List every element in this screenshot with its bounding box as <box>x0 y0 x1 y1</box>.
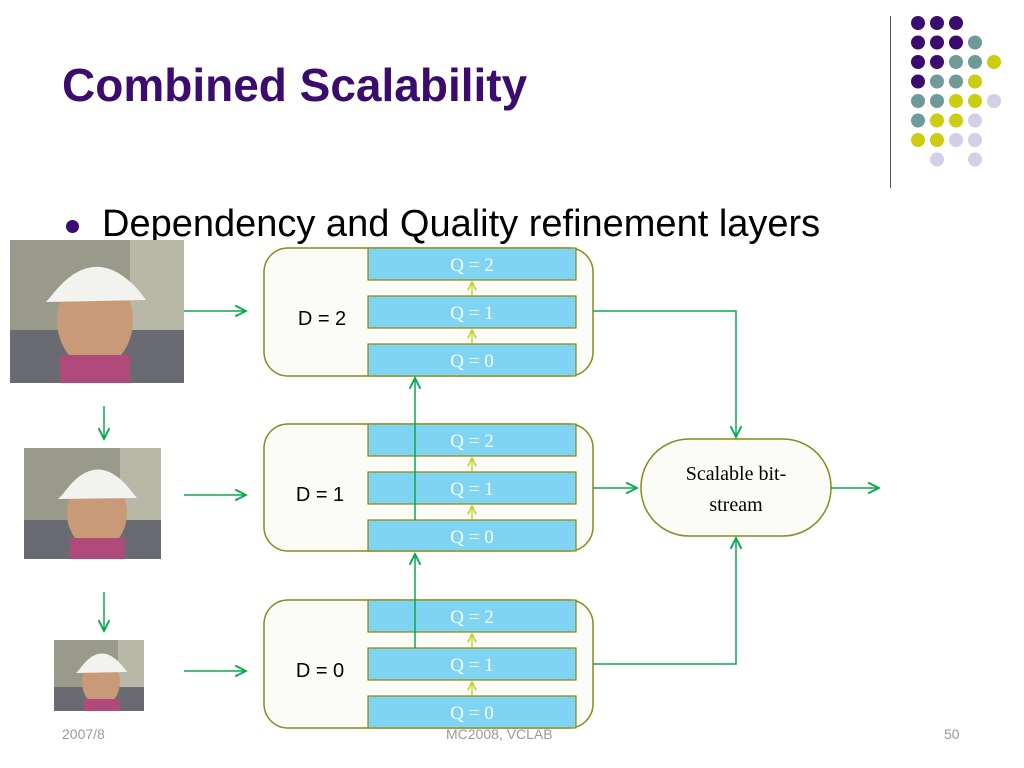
video-frame-medium <box>24 448 161 559</box>
decor-dot <box>930 152 944 167</box>
decor-dot <box>911 55 925 69</box>
scalable-bitstream-node: Scalable bit- stream <box>640 438 832 537</box>
q-label: Q = 1 <box>450 655 493 676</box>
decor-dot <box>930 94 944 108</box>
title-divider <box>890 16 891 188</box>
layer-d2: D = 2 Q = 2 Q = 1 Q = 0 <box>263 247 594 377</box>
q-label: Q = 1 <box>450 303 493 324</box>
q-label: Q = 2 <box>450 607 493 628</box>
dot-grid-icon <box>911 16 1001 167</box>
bitstream-label-line2: stream <box>709 494 763 516</box>
decor-dot <box>949 94 963 108</box>
decor-dot <box>911 113 925 128</box>
q-label: Q = 0 <box>450 527 493 548</box>
d-label: D = 0 <box>296 660 344 682</box>
decor-dot <box>968 94 982 108</box>
video-frame-small <box>54 640 144 711</box>
decor-dot <box>968 152 982 167</box>
q-label: Q = 0 <box>450 351 493 372</box>
decor-dot <box>911 74 925 89</box>
decor-dot <box>911 16 925 30</box>
decor-dot <box>930 35 944 50</box>
decor-dot <box>911 133 925 147</box>
q-label: Q = 1 <box>450 479 493 500</box>
layer-d0: D = 0 Q = 2 Q = 1 Q = 0 <box>263 599 594 729</box>
video-frame-large <box>10 240 184 383</box>
decor-dot <box>911 35 925 50</box>
decor-dot <box>968 113 982 128</box>
d-label: D = 2 <box>298 308 346 330</box>
decor-dot <box>987 55 1001 69</box>
decor-dot <box>968 55 982 69</box>
decor-dot <box>911 94 925 108</box>
decor-dot <box>968 74 982 89</box>
q-label: Q = 0 <box>450 703 493 724</box>
d-label: D = 1 <box>296 484 344 506</box>
bitstream-label-line1: Scalable bit- <box>686 463 787 485</box>
q-label: Q = 2 <box>450 255 493 276</box>
decor-dot <box>949 16 963 30</box>
decor-dot <box>949 113 963 128</box>
decor-dot <box>930 16 944 30</box>
output-arrow <box>593 538 736 665</box>
footer-date: 2007/8 <box>62 726 105 742</box>
decor-dot <box>949 35 963 50</box>
decor-dot <box>968 35 982 50</box>
bullet-text: Dependency and Quality refinement layers <box>102 203 821 245</box>
q-label: Q = 2 <box>450 431 493 452</box>
decor-dot <box>949 74 963 89</box>
footer-center-text: MC2008, VCLAB <box>446 726 553 742</box>
decor-dot <box>930 74 944 89</box>
decor-dot <box>949 55 963 69</box>
decor-dot <box>930 55 944 69</box>
bullet-icon <box>66 220 79 233</box>
decor-dot <box>968 133 982 147</box>
decor-dot <box>987 94 1001 108</box>
decor-dot <box>949 133 963 147</box>
slide-title: Combined Scalability <box>62 59 528 111</box>
layer-d1: D = 1 Q = 2 Q = 1 Q = 0 <box>263 423 594 552</box>
output-arrow <box>593 310 736 437</box>
decor-dot <box>930 113 944 128</box>
decor-dot <box>930 133 944 147</box>
page-number: 50 <box>944 726 960 742</box>
